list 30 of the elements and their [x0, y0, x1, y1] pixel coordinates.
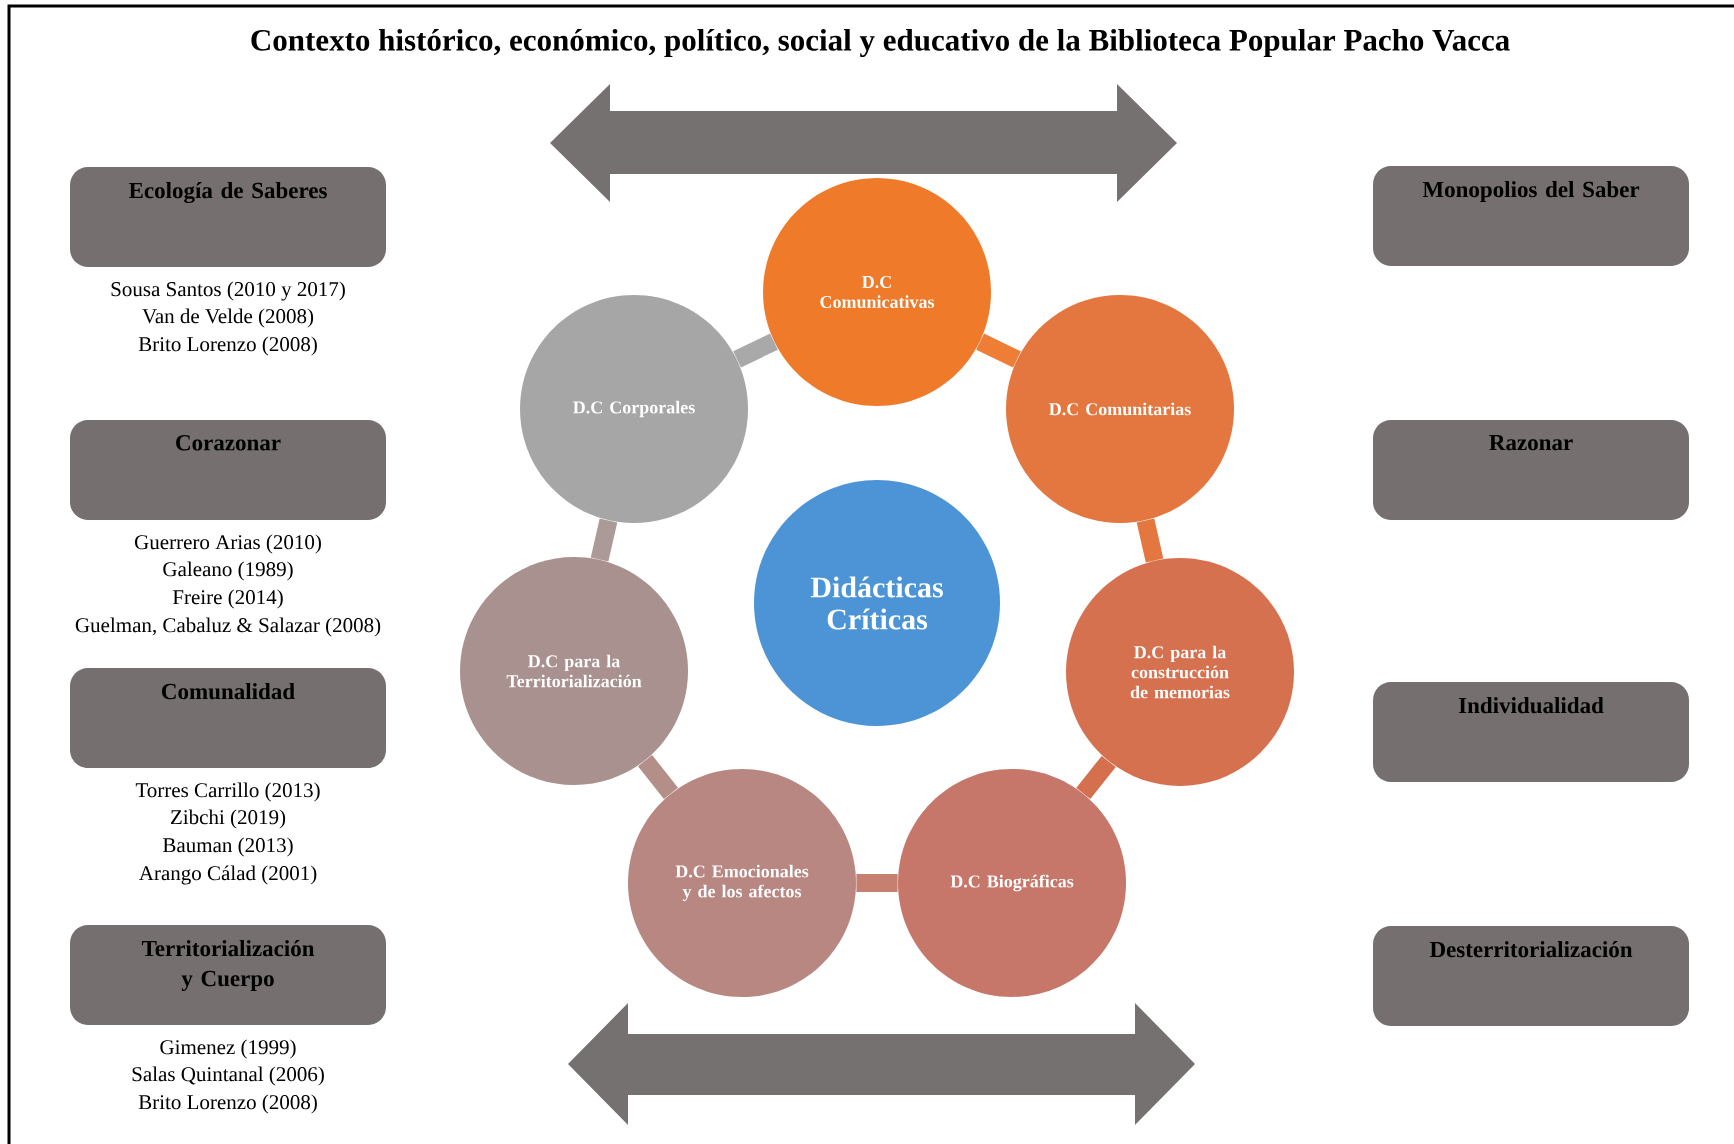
connector-band: [1136, 518, 1164, 563]
connector-band: [856, 874, 898, 892]
reference-text: Bauman (2013): [163, 837, 293, 857]
concept-box: Monopolios del Saber: [1373, 166, 1689, 266]
concept-box: Comunalidad: [70, 668, 386, 768]
reference-text: Van de Velde (2008): [142, 308, 314, 328]
reference-text: Gimenez (1999): [160, 1039, 296, 1059]
reference-text: Sousa Santos (2010 y 2017): [111, 281, 345, 301]
connector-band: [1076, 755, 1116, 800]
concept-box: Individualidad: [1373, 682, 1689, 782]
reference-text: Guerrero Arias (2010): [135, 534, 321, 554]
concept-box: Territorialización y Cuerpo: [70, 925, 386, 1025]
reference-text: Brito Lorenzo (2008): [138, 336, 317, 356]
connector-band: [733, 333, 778, 368]
title: Contexto histórico, económico, político, social y educativo de la Biblioteca Popular Pacho Vacca: [251, 28, 1510, 58]
connector-band: [638, 755, 678, 799]
reference-text: Brito Lorenzo (2008): [138, 1094, 317, 1114]
concept-box: Razonar: [1373, 420, 1689, 520]
reference-text: Guelman, Cabaluz & Salazar (2008): [75, 617, 381, 637]
reference-text: Galeano (1989): [163, 561, 293, 581]
reference-text: Arango Cálad (2001): [139, 865, 317, 885]
reference-text: Salas Quintanal (2006): [132, 1066, 324, 1086]
concept-box: Corazonar: [70, 420, 386, 520]
concept-box: Ecología de Saberes: [70, 167, 386, 267]
connector-band: [976, 333, 1021, 368]
reference-text: Zibchi (2019): [171, 809, 286, 829]
reference-text: Freire (2014): [172, 589, 283, 609]
reference-text: Torres Carrillo (2013): [135, 782, 320, 802]
concept-box: Desterritorialización: [1373, 926, 1689, 1026]
connector-band: [590, 518, 618, 562]
